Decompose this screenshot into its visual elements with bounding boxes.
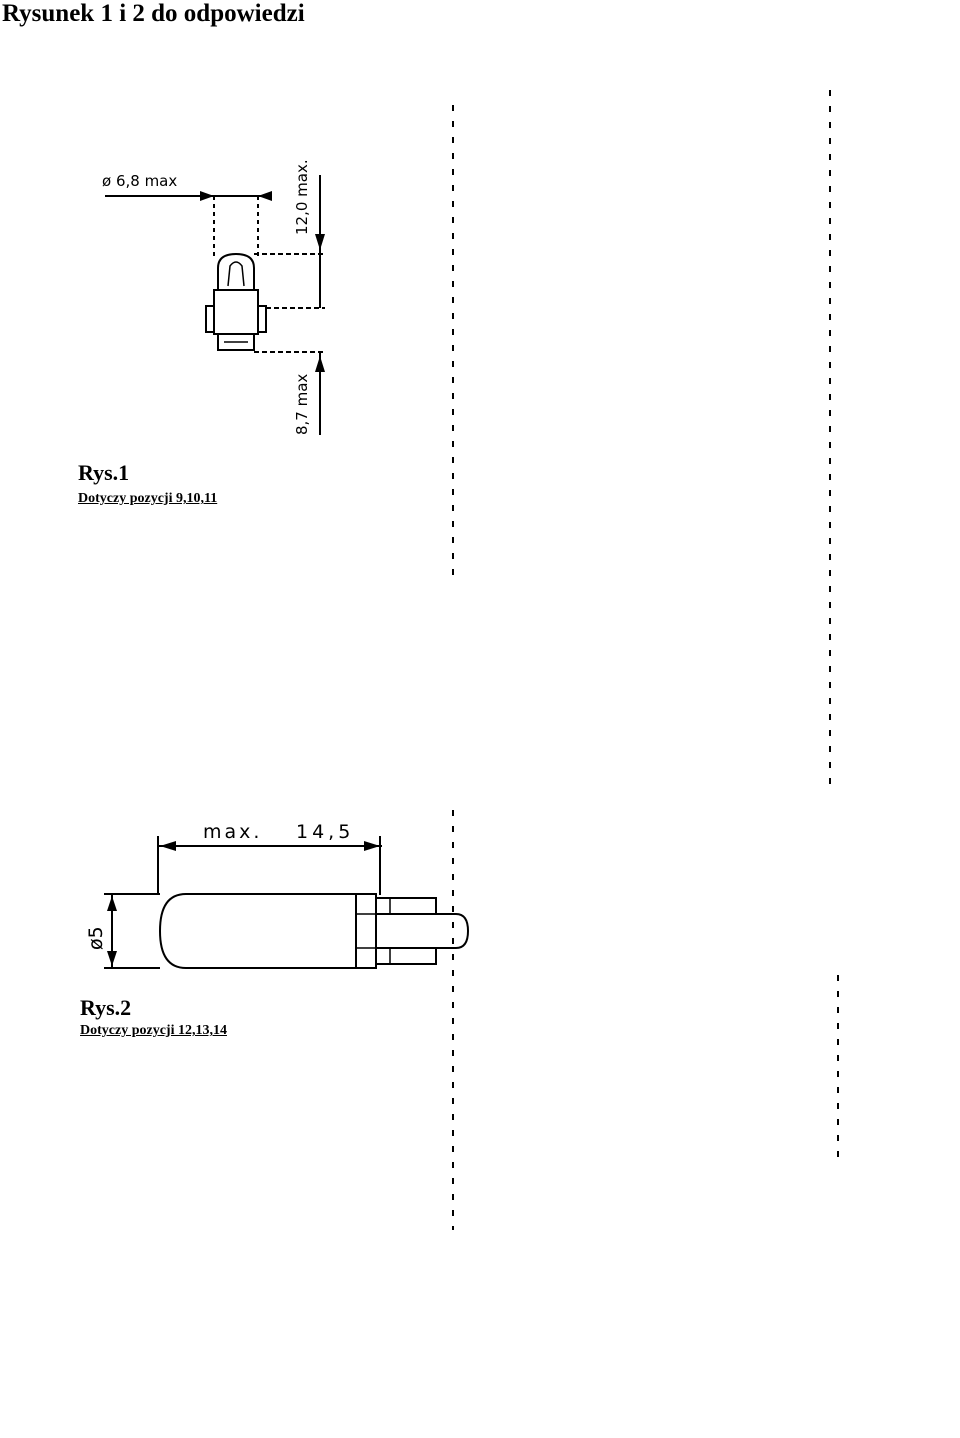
page-title: Rysunek 1 i 2 do odpowiedzi [2, 0, 305, 27]
figure2-drawing [104, 836, 470, 969]
figure1-drawing [105, 175, 325, 435]
figure1-caption: Rys.1 [78, 460, 130, 485]
figure2-diameter-label: ø5 [85, 926, 107, 950]
figure2-length-label: max. [203, 821, 262, 843]
scan-border-lines [452, 90, 839, 1230]
figure1-diameter-label: ø 6,8 max [102, 172, 177, 190]
figure1-base-label: 8,7 max [293, 374, 311, 435]
figure2-subcaption: Dotyczy pozycji 12,13,14 [80, 1023, 227, 1038]
figure2-caption: Rys.2 [80, 995, 132, 1020]
figure2-length-value: 14,5 [296, 821, 354, 843]
figure1-subcaption: Dotyczy pozycji 9,10,11 [78, 491, 218, 506]
figure1-height-label: 12,0 max. [293, 159, 311, 235]
